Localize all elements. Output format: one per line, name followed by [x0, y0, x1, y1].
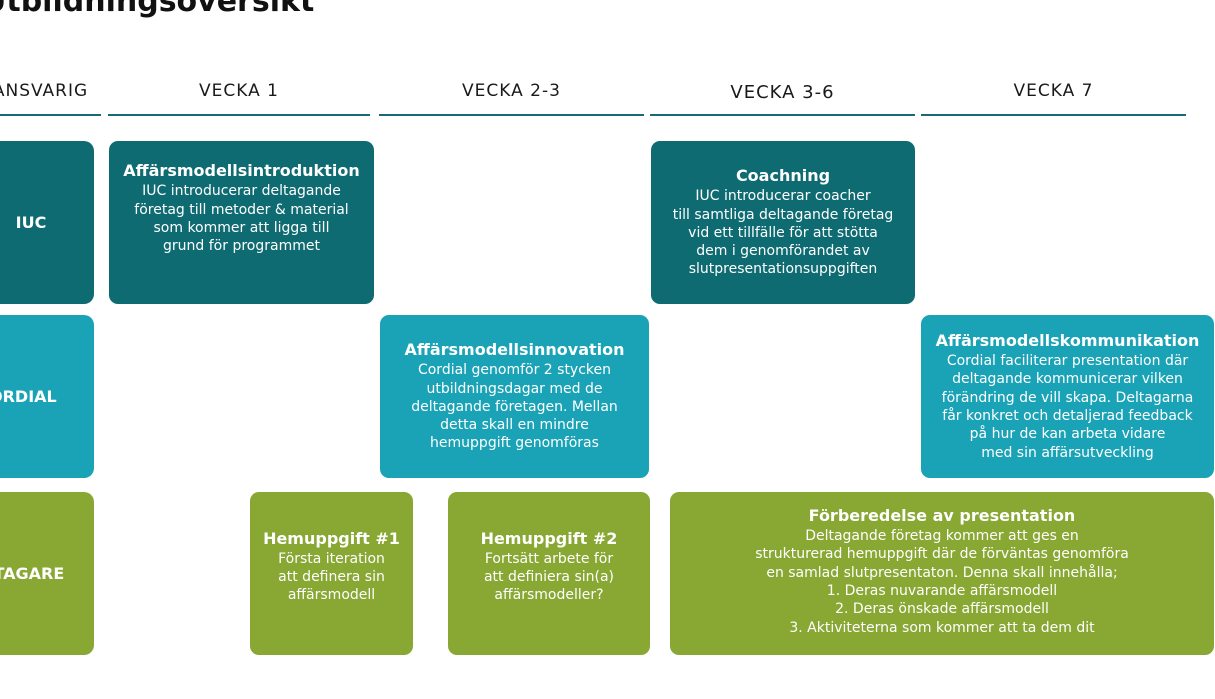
card-body: Deltagande företag kommer att ges en str… — [755, 528, 1129, 636]
row-label-cordial: CORDIAL — [0, 315, 94, 478]
card-affarsmodellsinnovation: Affärsmodellsinnovation Cordial genomför… — [380, 315, 649, 478]
card-title: Förberedelse av presentation — [808, 506, 1076, 526]
card-body: Första iteration att definera sin affärs… — [278, 550, 385, 604]
column-header-vecka-7: VECKA 7 — [921, 72, 1186, 116]
card-body: IUC introducerar coacher till samtliga d… — [672, 188, 894, 278]
column-header-ansvarig: ANSVARIG — [0, 72, 101, 116]
row-label-cordial-text: CORDIAL — [0, 387, 57, 406]
card-forberedelse-av-presentation: Förberedelse av presentation Deltagande … — [670, 492, 1214, 655]
column-header-vecka-3-6: VECKA 3-6 — [650, 72, 915, 116]
row-label-deltagare: DELTAGARE — [0, 492, 94, 655]
card-title: Hemuppgift #2 — [480, 528, 618, 548]
card-title: Hemuppgift #1 — [263, 528, 400, 548]
card-body: Cordial genomför 2 stycken utbildningsda… — [411, 362, 618, 452]
card-title: Affärsmodellsinnovation — [404, 340, 625, 360]
card-coachning: Coachning IUC introducerar coacher till … — [651, 141, 915, 304]
card-body: Fortsätt arbete för att definiera sin(a)… — [483, 550, 615, 604]
column-header-vecka-1: VECKA 1 — [108, 72, 370, 116]
column-header-vecka-2-3: VECKA 2-3 — [379, 72, 644, 116]
card-title: Coachning — [735, 166, 831, 186]
card-title: Affärsmodellskommunikation — [935, 331, 1200, 351]
row-label-deltagare-text: DELTAGARE — [0, 564, 65, 583]
row-label-iuc-text: IUC — [15, 213, 47, 232]
card-body: IUC introducerar deltagande företag till… — [134, 183, 349, 255]
card-title: Affärsmodellsintroduktion — [123, 161, 360, 181]
page-title: Utbildningsöversikt — [0, 0, 315, 19]
card-hemuppgift-2: Hemuppgift #2 Fortsätt arbete för att de… — [448, 492, 650, 655]
row-label-iuc: IUC — [0, 141, 94, 304]
card-body: Cordial faciliterar presentation där del… — [941, 353, 1194, 461]
card-affarsmodellskommunikation: Affärsmodellskommunikation Cordial facil… — [921, 315, 1214, 478]
card-affarsmodellsintroduktion: Affärsmodellsintroduktion IUC introducer… — [109, 141, 374, 304]
card-hemuppgift-1: Hemuppgift #1 Första iteration att defin… — [250, 492, 413, 655]
